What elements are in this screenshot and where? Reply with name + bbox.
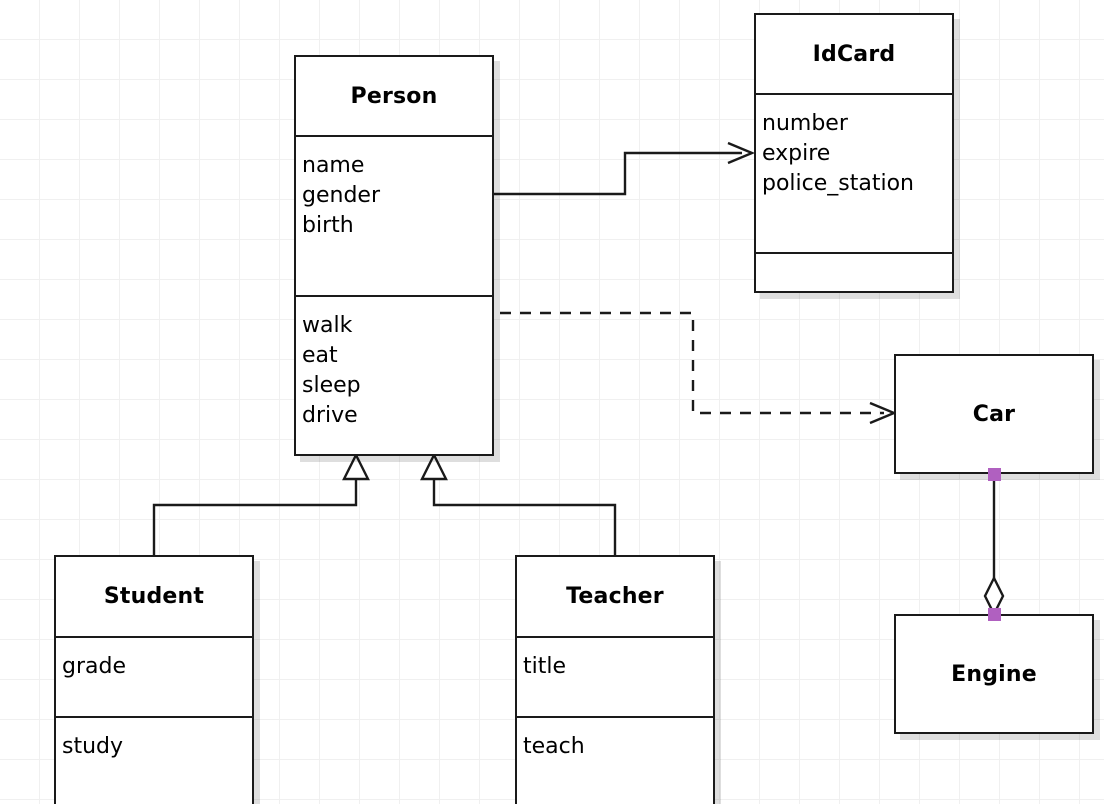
class-box-teacher[interactable]: Teacher title teach	[515, 555, 715, 804]
class-box-engine[interactable]: Engine	[894, 614, 1094, 734]
class-attributes-compartment: title	[517, 636, 713, 716]
attribute-row: expire	[762, 141, 831, 166]
class-title-compartment: Student	[56, 557, 252, 636]
class-box-person[interactable]: Person name gender birth walk eat sleep …	[294, 55, 494, 456]
method-row: teach	[523, 734, 585, 759]
edge-car-engine[interactable]	[983, 474, 1005, 617]
class-name-engine: Engine	[951, 661, 1037, 687]
attribute-row: police_station	[762, 171, 914, 196]
class-name-student: Student	[103, 584, 205, 609]
edge-student-person[interactable]	[152, 452, 370, 555]
class-attributes-compartment: number expire police_station	[756, 93, 952, 252]
class-methods-compartment: teach	[517, 716, 713, 804]
class-title-compartment: Engine	[896, 616, 1092, 732]
method-row: walk	[302, 313, 353, 338]
edge-person-car[interactable]	[500, 311, 898, 425]
method-row: sleep	[302, 373, 361, 398]
class-name-car: Car	[972, 401, 1016, 427]
class-box-student[interactable]: Student grade study	[54, 555, 254, 804]
attribute-row: title	[523, 654, 567, 679]
class-name-teacher: Teacher	[566, 584, 664, 609]
edge-person-idcard[interactable]	[494, 141, 756, 196]
class-box-idcard[interactable]: IdCard number expire police_station	[754, 13, 954, 293]
connection-handle-car-end[interactable]	[988, 468, 1001, 481]
class-box-car[interactable]: Car	[894, 354, 1094, 474]
class-title-compartment: IdCard	[756, 15, 952, 93]
method-row: study	[62, 734, 124, 759]
attribute-row: name	[302, 153, 365, 178]
class-attributes-compartment: name gender birth	[296, 135, 492, 295]
class-methods-compartment	[756, 252, 952, 291]
class-title-compartment: Car	[896, 356, 1092, 472]
class-name-idcard: IdCard	[812, 41, 896, 67]
attribute-row: birth	[302, 213, 354, 238]
class-attributes-compartment: grade	[56, 636, 252, 716]
attribute-row: gender	[302, 183, 380, 208]
attribute-row: grade	[62, 654, 126, 679]
class-name-person: Person	[350, 83, 438, 109]
method-row: eat	[302, 343, 338, 368]
class-title-compartment: Person	[296, 57, 492, 135]
class-methods-compartment: study	[56, 716, 252, 804]
class-title-compartment: Teacher	[517, 557, 713, 636]
connection-handle-engine-end[interactable]	[988, 608, 1001, 621]
method-row: drive	[302, 403, 358, 428]
attribute-row: number	[762, 111, 848, 136]
class-methods-compartment: walk eat sleep drive	[296, 295, 492, 454]
edge-teacher-person[interactable]	[420, 452, 617, 555]
